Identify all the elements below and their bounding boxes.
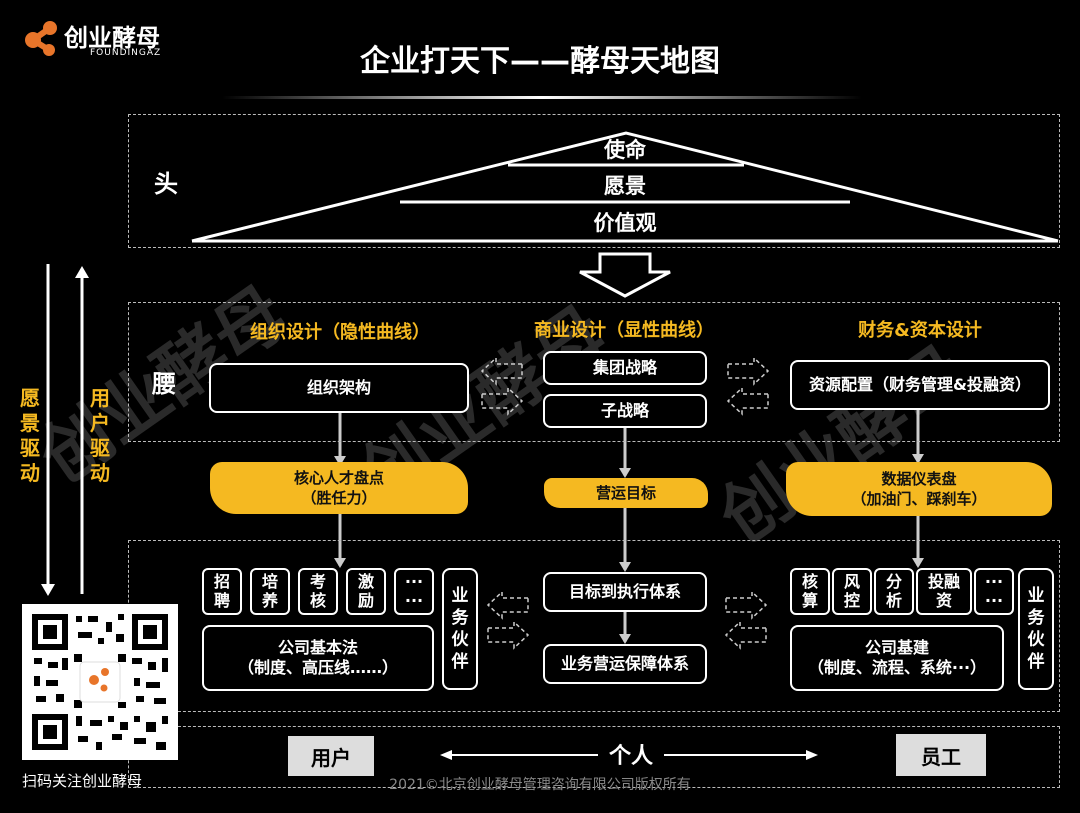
brand-sub: FOUNDINGAZ (90, 48, 162, 58)
title-underline (222, 96, 862, 99)
org-item-assess: 考核 (298, 568, 338, 615)
biz-design-title: 商业设计（显性曲线） (534, 320, 714, 341)
org-item-more: ······ (394, 568, 434, 615)
fin-item-analysis: 分析 (874, 568, 914, 615)
company-basic-law-box: 公司基本法（制度、高压线……） (202, 625, 434, 691)
org-structure-box: 组织架构 (209, 363, 469, 413)
pyramid-vision: 愿景 (604, 174, 646, 198)
sub-strategy-box: 子战略 (543, 394, 707, 428)
page-title: 企业打天下——酵母天地图 (360, 44, 720, 79)
copyright: 2021©北京创业酵母管理咨询有限公司版权所有 (389, 777, 691, 793)
resource-allocation-box: 资源配置（财务管理&投融资） (790, 360, 1050, 410)
fin-item-accounting: 核算 (790, 568, 830, 615)
core-talent-tag: 核心人才盘点（胜任力） (210, 462, 468, 514)
goal-execution-box: 目标到执行体系 (543, 572, 707, 612)
org-item-train: 培养 (250, 568, 290, 615)
qr-caption: 扫码关注创业酵母 (22, 772, 143, 790)
brand-logo-icon (22, 18, 62, 58)
org-item-recruit: 招聘 (202, 568, 242, 615)
business-partner-box-left: 业务伙伴 (442, 568, 478, 690)
waist-section (128, 302, 1060, 442)
individual-label: 个人 (608, 744, 653, 769)
head-section (128, 114, 1060, 248)
org-design-title: 组织设计（隐性曲线） (250, 322, 430, 343)
vision-driven-label: 愿景驱动 (20, 386, 40, 485)
fin-item-more: ······ (974, 568, 1014, 615)
pyramid-mission: 使命 (604, 138, 646, 162)
fin-design-title: 财务&资本设计 (858, 320, 982, 341)
qr-code (22, 604, 178, 760)
waist-label: 腰 (152, 370, 176, 398)
employee-box: 员工 (896, 734, 986, 776)
user-box: 用户 (288, 736, 374, 776)
fin-item-risk: 风控 (832, 568, 872, 615)
business-partner-box-right: 业务伙伴 (1018, 568, 1054, 690)
data-dashboard-tag: 数据仪表盘（加油门、踩刹车） (786, 462, 1052, 516)
company-infrastructure-box: 公司基建（制度、流程、系统···） (790, 625, 1004, 691)
ops-assurance-box: 业务营运保障体系 (543, 644, 707, 684)
head-label: 头 (154, 170, 178, 198)
operating-target-tag: 营运目标 (544, 478, 708, 508)
brand-name: 创业酵母 (64, 24, 160, 52)
org-item-incentive: 激励 (346, 568, 386, 615)
user-driven-label: 用户驱动 (90, 386, 110, 485)
group-strategy-box: 集团战略 (543, 351, 707, 385)
pyramid-values: 价值观 (593, 211, 657, 235)
fin-item-investment: 投融资 (916, 568, 972, 615)
